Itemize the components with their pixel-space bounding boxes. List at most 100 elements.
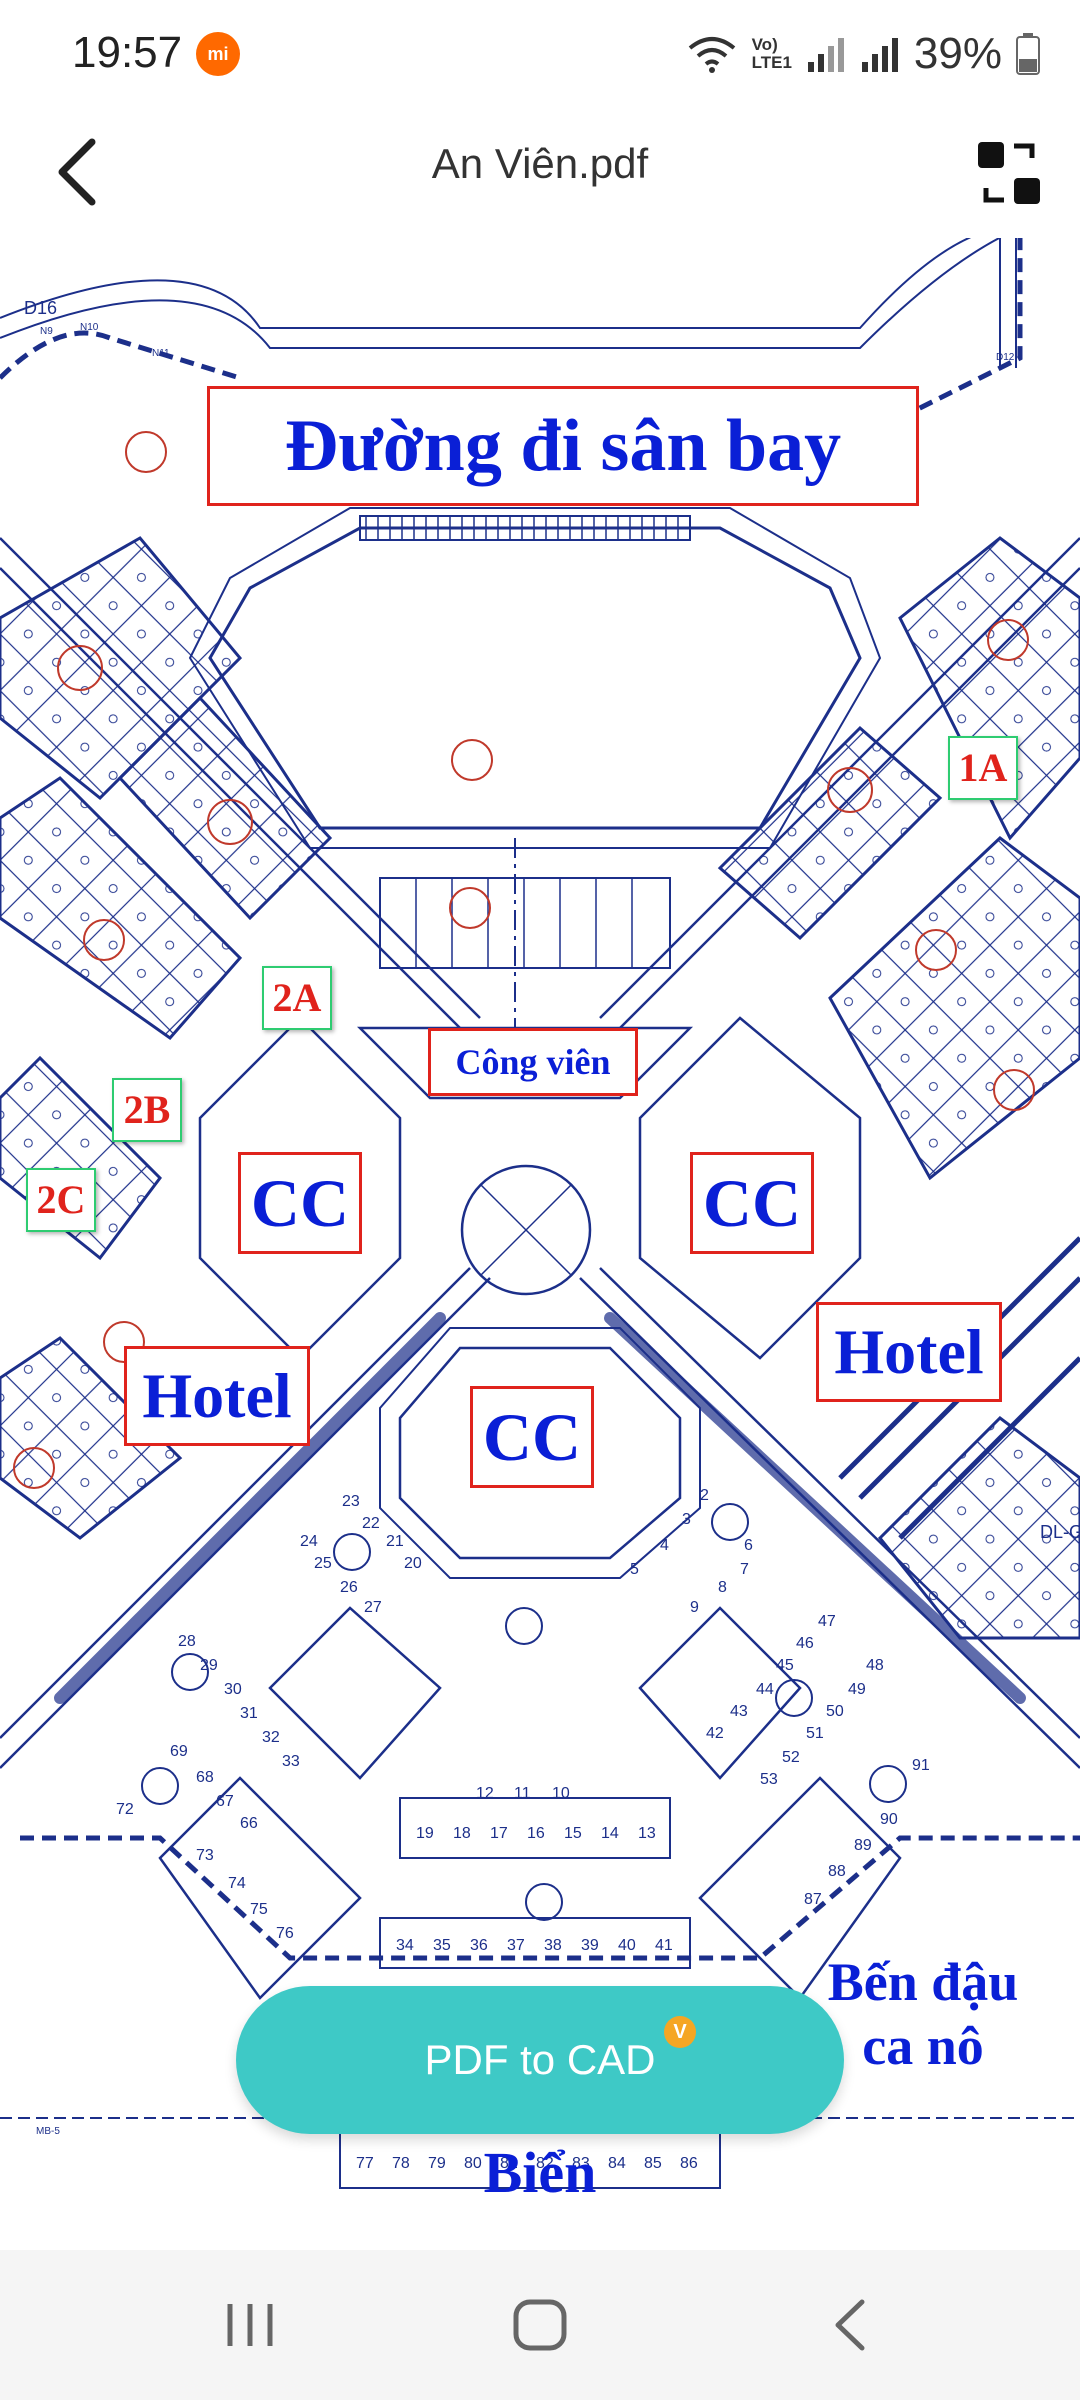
canoe-dock-label: Bến đậu ca nô [827, 1952, 1019, 2076]
cc-center-label: CC [470, 1386, 594, 1488]
lot-number: 69 [170, 1743, 188, 1760]
recent-apps-icon[interactable] [210, 2290, 290, 2360]
wifi-icon [688, 37, 735, 73]
lot-number: 15 [564, 1825, 582, 1842]
lot-number: 80 [464, 2155, 482, 2172]
lot-number: 28 [178, 1633, 196, 1650]
pdf-canvas[interactable]: D16 N9 N10 N11 D12 DL-G MB-5 19 18 17 16 15 1… [0, 238, 1080, 2250]
lot-number: 73 [196, 1847, 214, 1864]
hotel-left-label: Hotel [124, 1346, 310, 1446]
lot-number: 29 [200, 1657, 218, 1674]
lot-number: 52 [782, 1749, 800, 1766]
lot-number: 45 [776, 1657, 794, 1674]
home-icon[interactable] [500, 2290, 580, 2360]
sea-label: Biển [483, 2140, 597, 2205]
cc-right-label: CC [690, 1152, 814, 1254]
label-mb5: MB-5 [36, 2126, 60, 2137]
median-left [54, 1312, 446, 1704]
lot-number: 49 [848, 1681, 866, 1698]
lot-number: 75 [250, 1901, 268, 1918]
block-right-lower [877, 1416, 1080, 1640]
lot-number: 36 [470, 1937, 488, 1954]
lot-number: 47 [818, 1613, 836, 1630]
bridge-top [359, 515, 691, 541]
lot-number: 82 [536, 2155, 554, 2172]
lot-number: 76 [276, 1925, 294, 1942]
lot-number: 11 [514, 1785, 531, 1802]
lot-number: 78 [392, 2155, 410, 2172]
label-n10: N10 [80, 322, 99, 333]
xiaomi-logo-icon: mi [196, 32, 240, 76]
lot-number: 77 [356, 2155, 374, 2172]
label-n11: N11 [152, 348, 170, 359]
back-arrow-icon[interactable] [48, 132, 112, 212]
status-time: 19:57 [72, 28, 183, 77]
status-icons: Vo) LTE1 39% [686, 26, 1040, 82]
lot-number: 26 [340, 1579, 358, 1596]
parking-row-dividers [415, 878, 633, 968]
document-title: An Viên.pdf [431, 140, 649, 187]
label-dl: DL-G [1040, 1522, 1080, 1542]
lot-number: 20 [404, 1555, 422, 1572]
lot-number: 8 [718, 1579, 727, 1596]
lot-number: 68 [196, 1769, 214, 1786]
lot-number: 19 [416, 1825, 434, 1842]
label-d12: D12 [996, 352, 1015, 363]
system-navigation-bar [0, 2250, 1080, 2400]
lot-number: 74 [228, 1875, 246, 1892]
lot-number: 24 [300, 1533, 318, 1550]
vip-badge-icon: V [664, 2016, 696, 2048]
lot-number: 39 [581, 1937, 599, 1954]
label-n9: N9 [40, 326, 53, 337]
cc-left-label: CC [238, 1152, 362, 1254]
lot-number: 17 [490, 1825, 508, 1842]
zone-1a-label: 1A [948, 736, 1018, 800]
signal-icon-1 [807, 38, 844, 72]
lot-number: 43 [730, 1703, 748, 1720]
back-nav-icon[interactable] [810, 2290, 890, 2360]
lot-number: 53 [760, 1771, 778, 1788]
lot-number: 51 [806, 1725, 824, 1742]
lot-number: 3 [682, 1511, 691, 1528]
lot-number: 4 [660, 1537, 669, 1554]
lot-number: 16 [527, 1825, 545, 1842]
lot-number: 25 [314, 1555, 332, 1572]
boundary-dashed-bottom [20, 1835, 1080, 1961]
lot-number: 88 [828, 1863, 846, 1880]
lot-number: 2 [700, 1487, 709, 1504]
lot-number: 34 [396, 1937, 414, 1954]
block-inner-right [717, 725, 943, 941]
lot-cluster-left [268, 1606, 442, 1780]
cc-center-outer [379, 1327, 701, 1579]
label-d16: D16 [24, 298, 57, 318]
lot-number: 38 [544, 1937, 562, 1954]
lot-number: 87 [804, 1891, 822, 1908]
lot-number: 18 [453, 1825, 471, 1842]
site-plan-drawing[interactable]: D16 N9 N10 N11 D12 DL-G MB-5 19 18 17 16 15 1… [0, 238, 1080, 2250]
convert-icon[interactable] [974, 138, 1044, 208]
lot-number: 42 [706, 1725, 724, 1742]
boundary-dashed-top-right [898, 238, 1023, 421]
lot-number: 12 [476, 1785, 494, 1802]
lot-number: 35 [433, 1937, 451, 1954]
parking-row [379, 877, 671, 969]
lot-number: 79 [428, 2155, 446, 2172]
lot-number: 13 [638, 1825, 656, 1842]
lot-number: 31 [240, 1705, 258, 1722]
status-bar: 19:57 mi Vo) LTE1 39% [0, 0, 1080, 110]
lot-number: 5 [630, 1561, 639, 1578]
roundabout-cross-2 [479, 1183, 573, 1277]
lot-number: 40 [618, 1937, 636, 1954]
lot-number: 22 [362, 1515, 380, 1532]
pdf-to-cad-button[interactable]: PDF to CAD V [236, 1986, 844, 2134]
block-inner-left [117, 695, 333, 921]
lot-number: 33 [282, 1753, 300, 1770]
lot-number: 91 [912, 1757, 930, 1774]
plan-stamps-blue [141, 1503, 907, 1921]
lot-number: 72 [116, 1801, 134, 1818]
park-label: Công viên [428, 1028, 638, 1096]
lot-number: 30 [224, 1681, 242, 1698]
lot-number: 7 [740, 1561, 749, 1578]
hotel-right-label: Hotel [816, 1302, 1002, 1402]
lot-cluster-lower-right [698, 1776, 902, 2000]
